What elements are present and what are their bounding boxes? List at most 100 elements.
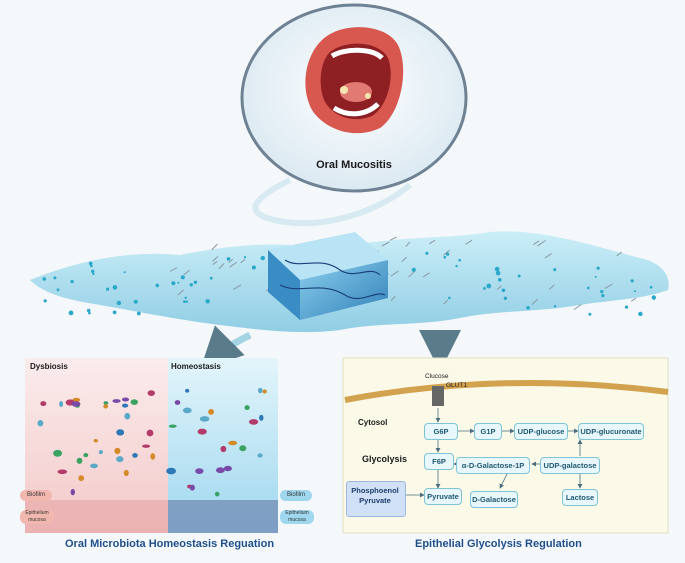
microbe: [208, 409, 214, 415]
gel-particle: [244, 256, 246, 258]
microbe: [38, 420, 44, 426]
gel-particle: [53, 276, 56, 279]
microbe: [249, 419, 258, 425]
node-udp-galactose: UDP-galactose: [540, 457, 600, 474]
microbe: [169, 425, 177, 428]
microbe: [122, 404, 128, 408]
microbe: [71, 489, 75, 495]
microbe: [124, 470, 129, 476]
gel-particle: [44, 299, 47, 302]
microbe: [116, 429, 124, 435]
microbe: [72, 401, 81, 407]
microbe: [114, 448, 120, 454]
gel-particle: [186, 300, 188, 302]
microbe: [175, 400, 181, 405]
gel-particle: [495, 267, 500, 272]
microbe: [239, 445, 246, 451]
gel-particle: [92, 273, 94, 275]
microbe: [147, 430, 154, 437]
microbe: [132, 453, 138, 458]
pep-label: Phosphoenol Pyruvate: [348, 486, 402, 506]
microbe: [166, 468, 176, 475]
microbiota-panel: [25, 358, 278, 533]
gel-particle: [91, 270, 94, 273]
microbe: [195, 468, 203, 474]
microbe: [198, 429, 207, 435]
gel-particle: [57, 288, 60, 291]
glut1-channel: [432, 386, 444, 406]
microbe: [124, 413, 130, 420]
microbe: [259, 415, 263, 421]
node-g6p: G6P: [424, 423, 458, 440]
microbe: [131, 399, 138, 405]
microbiota-caption: Oral Microbiota Homeostasis Reguation: [65, 538, 274, 550]
gel-particle: [553, 268, 556, 271]
node-udp-glucose: UDP-glucose: [514, 423, 568, 440]
gel-particle: [117, 301, 121, 305]
gel-particle: [106, 288, 109, 291]
microbe: [221, 446, 227, 452]
gel-particle: [87, 309, 91, 313]
gel-particle: [483, 287, 486, 290]
gel-particle: [595, 276, 597, 278]
node-g1p: G1P: [474, 423, 502, 440]
microbe: [90, 464, 98, 469]
node-udp-glucuronate: UDP-glucuronate: [578, 423, 644, 440]
microbe: [77, 458, 83, 464]
microbe: [216, 467, 225, 473]
gel-particle: [518, 275, 521, 278]
gel-particle: [252, 266, 256, 270]
gel-particle: [90, 265, 93, 268]
gel-particle: [181, 275, 185, 279]
gel-particle: [185, 297, 187, 299]
gel-particle: [124, 271, 126, 273]
microbe: [245, 405, 250, 410]
microbe: [148, 390, 155, 396]
glycolysis-caption: Epithelial Glycolysis Regulation: [415, 538, 582, 550]
microbe: [257, 453, 262, 457]
microbe: [59, 401, 63, 407]
biofilm-tag-right: Biofilm: [280, 490, 312, 501]
homeostasis-label: Homeostasis: [171, 362, 221, 371]
cytosol-label: Cytosol: [358, 418, 387, 427]
gel-particle: [194, 281, 197, 284]
microbe: [228, 441, 237, 446]
gel-particle: [69, 311, 74, 316]
gel-particle: [601, 294, 604, 297]
gel-particle: [455, 265, 457, 267]
gel-particle: [587, 287, 590, 290]
microbe: [103, 404, 108, 408]
microbe: [116, 456, 123, 462]
microbe: [185, 389, 189, 393]
glut1-label: GLUT1: [446, 382, 467, 389]
gel-particle: [504, 297, 507, 300]
oral-mucositis-title: Oral Mucositis: [316, 159, 392, 171]
gel-particle: [43, 277, 47, 281]
microbe: [83, 453, 88, 457]
gel-particle: [171, 281, 175, 285]
node-d-galactose: D-Galactose: [470, 491, 518, 508]
gel-particle: [597, 267, 600, 270]
gel-particle: [156, 284, 160, 288]
gel-particle: [89, 262, 93, 266]
gel-particle: [448, 297, 451, 300]
node-gal1p: α-D-Galactose-1P: [456, 457, 530, 474]
mouth-illustration: [305, 27, 403, 133]
glucose-label: Clucose: [425, 373, 448, 380]
gel-particle: [113, 311, 117, 315]
gel-particle: [88, 312, 91, 315]
gel-particle: [625, 306, 628, 309]
gel-particle: [653, 298, 655, 300]
epithelium-tag-left: Epithelium mucosa: [20, 510, 54, 524]
glycolysis-label: Glycolysis: [362, 454, 407, 464]
gel-particle: [137, 312, 141, 316]
microbe: [263, 390, 267, 394]
gel-particle: [134, 300, 138, 304]
node-pyruvate: Pyruvate: [424, 488, 462, 505]
gel-particle: [458, 259, 461, 262]
gel-particle: [631, 279, 634, 282]
fiber-strand: [631, 298, 636, 301]
microbe: [150, 453, 155, 460]
microbe: [190, 485, 195, 491]
